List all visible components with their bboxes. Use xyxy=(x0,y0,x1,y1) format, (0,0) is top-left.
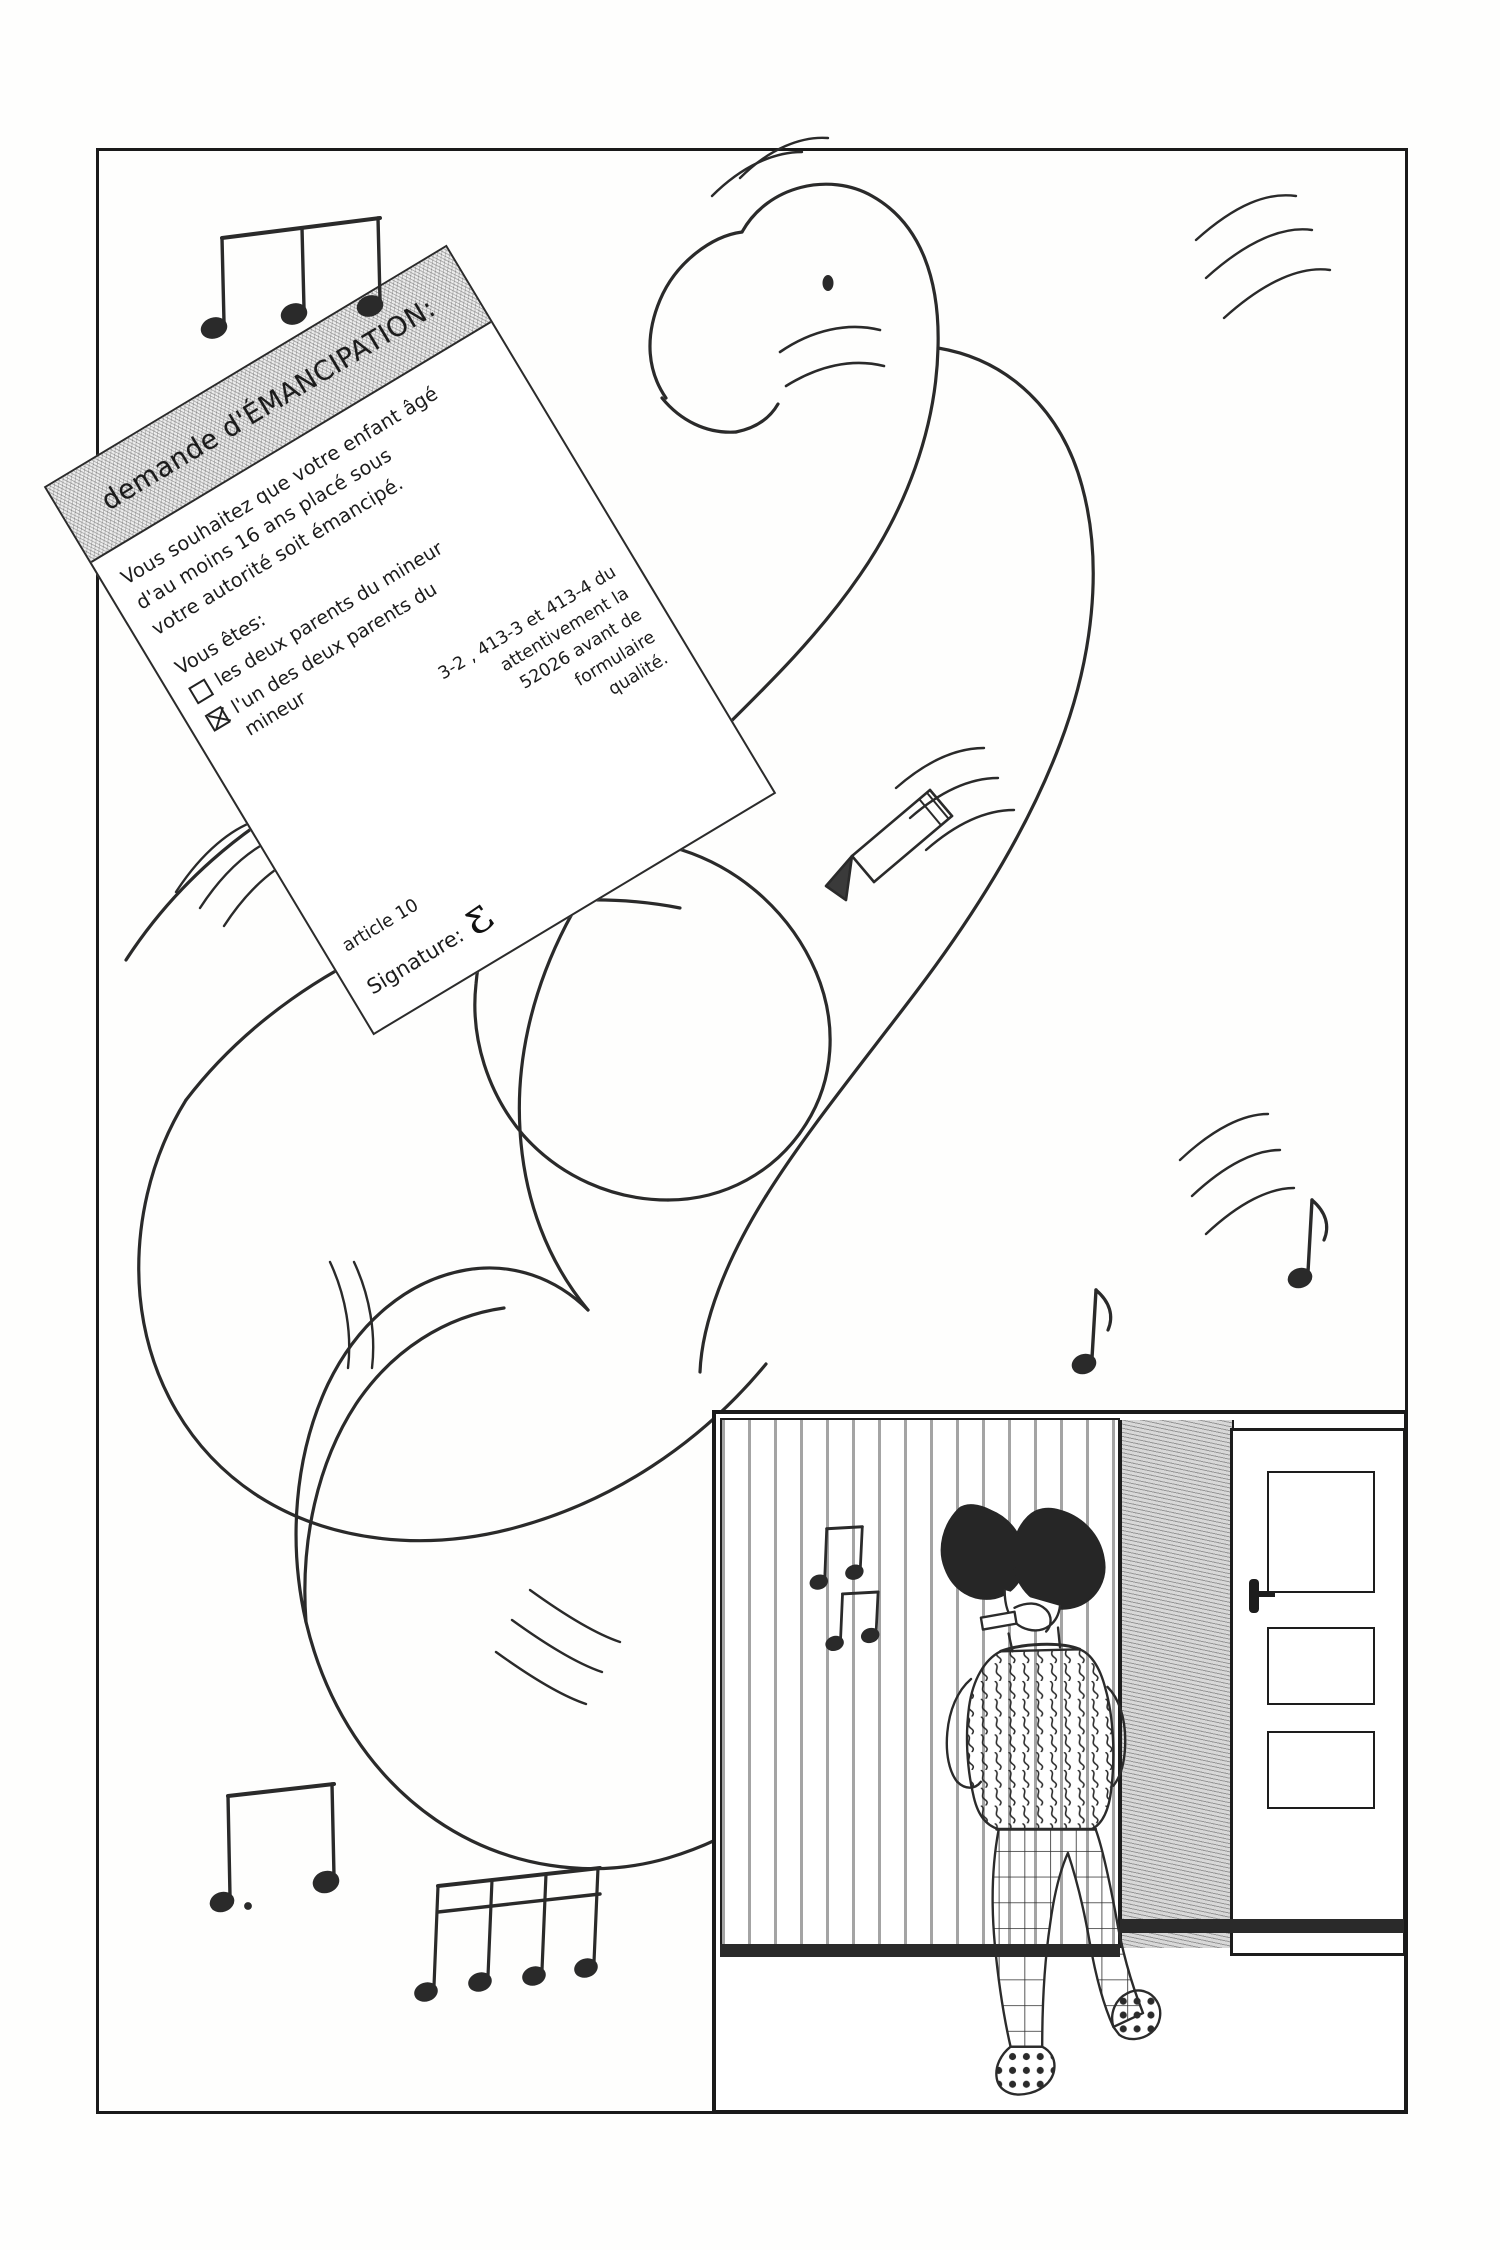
door-panel-mid xyxy=(1267,1627,1375,1705)
girl-with-pigtails xyxy=(940,1504,1162,2096)
baseboard xyxy=(1120,1919,1404,1933)
inset-scene xyxy=(716,1414,1404,2110)
panelled-door xyxy=(1230,1428,1404,1956)
hatched-wall xyxy=(1120,1420,1234,1948)
checkbox-unchecked-icon[interactable] xyxy=(187,678,215,705)
door-panel-bottom xyxy=(1267,1731,1375,1809)
checkbox-checked-icon[interactable] xyxy=(204,706,231,733)
inset-panel xyxy=(712,1410,1408,2114)
note-inset-upper xyxy=(809,1525,864,1590)
note-inset-lower xyxy=(825,1590,880,1652)
right-wall-edge xyxy=(1406,1414,1408,2114)
door-handle-stem xyxy=(1255,1591,1275,1597)
door-handle-icon[interactable] xyxy=(1249,1579,1259,1613)
inset-music-notes xyxy=(809,1525,880,1652)
signature-mark: Ƹ xyxy=(457,898,502,944)
door-panel-top xyxy=(1267,1471,1375,1593)
